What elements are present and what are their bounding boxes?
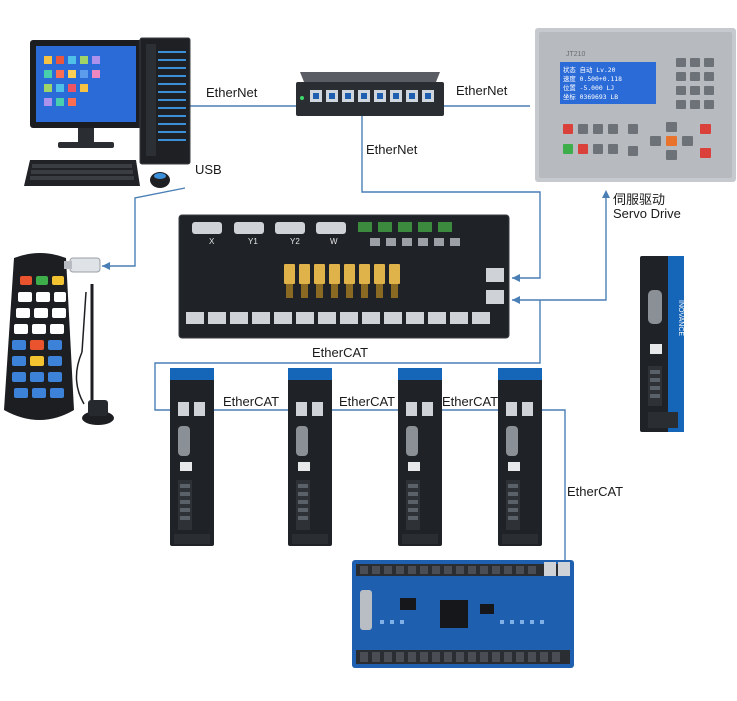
panel-screen-line-2: 速度 0.500+0.118	[563, 74, 622, 83]
label-ethercat-1: EtherCAT	[223, 394, 280, 409]
panel-function-buttons	[563, 124, 638, 156]
usb-dongle	[64, 257, 101, 273]
label-ethernet-controller: EtherNet	[366, 142, 418, 157]
desktop-app-icons	[44, 56, 100, 106]
wireless-antenna	[75, 284, 114, 425]
label-ethernet-panel: EtherNet	[456, 83, 508, 98]
panel-model: JT210	[566, 51, 586, 58]
ethercat-servo-drive-4	[498, 368, 542, 546]
ethercat-servo-drive-3	[398, 368, 442, 546]
controller-ethernet-port-2	[486, 290, 504, 304]
label-ethercat-2: EtherCAT	[339, 394, 396, 409]
panel-screen-line-3: 位置 -5.000 LJ	[563, 83, 614, 92]
arrow-usb	[102, 262, 110, 270]
ethercat-io-board	[352, 560, 574, 668]
monitor-stand-base	[58, 142, 114, 148]
servo-drive-brand: INOVANCE	[677, 300, 684, 336]
label-usb: USB	[195, 162, 222, 177]
servo-drive-link	[512, 196, 607, 301]
panel-lcd	[560, 62, 656, 104]
label-ethercat-main: EtherCAT	[312, 345, 369, 360]
label-servo-drive-cn: 伺服驱动	[613, 192, 666, 207]
servo-drive-standalone: INOVANCE	[640, 256, 684, 432]
panel-direction-keys	[650, 122, 711, 160]
label-ethercat-io: EtherCAT	[567, 484, 624, 499]
ethernet-switch	[296, 72, 444, 116]
monitor-stand-neck	[78, 128, 94, 142]
ethercat-servo-drive-1	[170, 368, 214, 546]
label-ethercat-3: EtherCAT	[442, 394, 499, 409]
handheld-pendant	[4, 253, 74, 420]
pendant-buttons	[12, 276, 66, 398]
ethercat-servo-drive-2	[288, 368, 332, 546]
ethernet-link-switch-controller	[361, 114, 541, 279]
ethercat-link-main	[154, 300, 541, 411]
io-board-ethernet-port-2	[558, 562, 570, 576]
ethercat-link-io	[533, 409, 566, 568]
arrow-ethernet-controller	[512, 274, 520, 282]
controller-ethernet-port-1	[486, 268, 504, 282]
pc-workstation	[24, 37, 191, 188]
port-label-y1: Y1	[248, 237, 258, 246]
arrow-servo-drive	[602, 190, 610, 198]
panel-screen-line-1: 状态 自动 Lv.20	[563, 65, 616, 74]
port-label-w: W	[330, 237, 338, 246]
usb-link	[102, 187, 186, 267]
port-label-y2: Y2	[290, 237, 300, 246]
connection-lines	[102, 105, 607, 568]
operation-panel: JT210 状态 自动 Lv.20 速度 0.500+0.118 位置 -5.0…	[535, 28, 736, 182]
label-servo-drive-en: Servo Drive	[613, 206, 681, 221]
arrow-servo-controller	[512, 296, 520, 304]
label-ethernet-pc: EtherNet	[206, 85, 258, 100]
io-board-ethernet-port-1	[544, 562, 556, 576]
panel-keypad	[676, 58, 714, 109]
motion-controller: X Y1 Y2 W	[178, 214, 510, 339]
port-label-x: X	[209, 237, 215, 246]
panel-screen-line-4: 坐标 0369693 LB	[563, 92, 618, 101]
relay-bank	[284, 264, 400, 284]
